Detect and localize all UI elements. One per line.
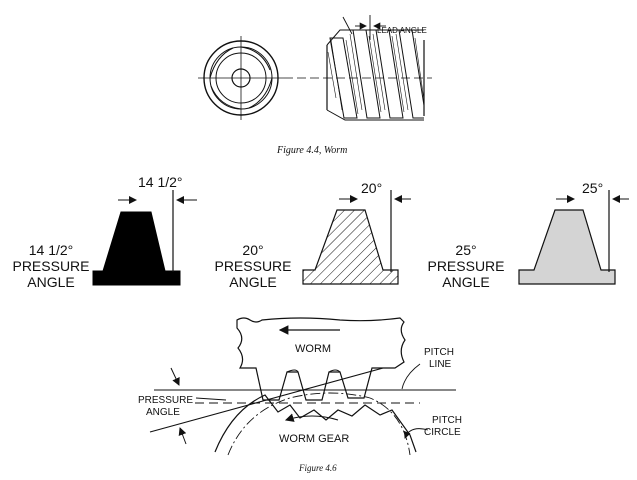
pressure-angle-25: 25° 25° PRESSURE ANGLE — [427, 180, 629, 290]
tooth-profile-25 — [518, 209, 616, 285]
pitch-line-leader — [401, 363, 421, 390]
pressure-angle-name-line1: 25° — [455, 242, 476, 258]
figure-4-6-caption: Figure 4.6 — [298, 463, 337, 473]
pitch-line-label-1: PITCH — [424, 347, 454, 358]
tooth-profile-20 — [302, 209, 399, 285]
angle-label: 14 1/2° — [138, 174, 183, 190]
pressure-angle-name-line3: ANGLE — [442, 274, 489, 290]
pitch-circle-leader — [403, 428, 429, 439]
pressure-angle-label-2: ANGLE — [146, 407, 180, 418]
pressure-angle-name-line1: 14 1/2° — [29, 242, 74, 258]
lead-angle-label: LEAD ANGLE — [377, 26, 427, 35]
pressure-angle-name-line1: 20° — [242, 242, 263, 258]
pitch-line-label-2: LINE — [429, 359, 452, 370]
angle-label: 20° — [361, 180, 382, 196]
pitch-circle-label-2: CIRCLE — [424, 427, 461, 438]
worm-label: WORM — [295, 343, 331, 355]
worm-end-view — [198, 36, 284, 120]
pressure-angle-name-line3: ANGLE — [27, 274, 74, 290]
pressure-angle-name-line3: ANGLE — [229, 274, 276, 290]
tooth-profile-14-half — [92, 211, 181, 286]
pressure-angle-name-line2: PRESSURE — [427, 258, 504, 274]
pitch-circle — [227, 392, 411, 456]
pressure-angle-leader — [195, 397, 227, 401]
pressure-angle-arrow-top — [170, 367, 180, 386]
worm-gear-outline — [214, 394, 417, 453]
pressure-angle-arrow-bottom — [178, 427, 187, 445]
worm-tooth-left — [286, 369, 299, 373]
worm-gear-mesh — [149, 317, 456, 456]
pressure-angle-name-line2: PRESSURE — [12, 258, 89, 274]
angle-label: 25° — [582, 180, 603, 196]
lead-angle-indicator — [342, 15, 386, 40]
pressure-angle-name-line2: PRESSURE — [214, 258, 291, 274]
gear-rotation-arrow — [284, 413, 339, 422]
pressure-angle-20: 20° 20° PRESSURE ANGLE — [214, 180, 411, 290]
pressure-angle-label-1: PRESSURE — [138, 395, 193, 406]
figure-4-4-caption: Figure 4.4, Worm — [276, 145, 347, 156]
pressure-angle-line — [149, 367, 384, 433]
pitch-circle-label-1: PITCH — [432, 415, 462, 426]
worm-side-view — [326, 29, 425, 121]
worm-tooth-right — [328, 369, 341, 373]
pressure-angle-14-half: 14 1/2° 14 1/2° PRESSURE ANGLE — [12, 174, 197, 290]
worm-body — [236, 317, 406, 401]
worm-gear-label: WORM GEAR — [279, 433, 349, 445]
